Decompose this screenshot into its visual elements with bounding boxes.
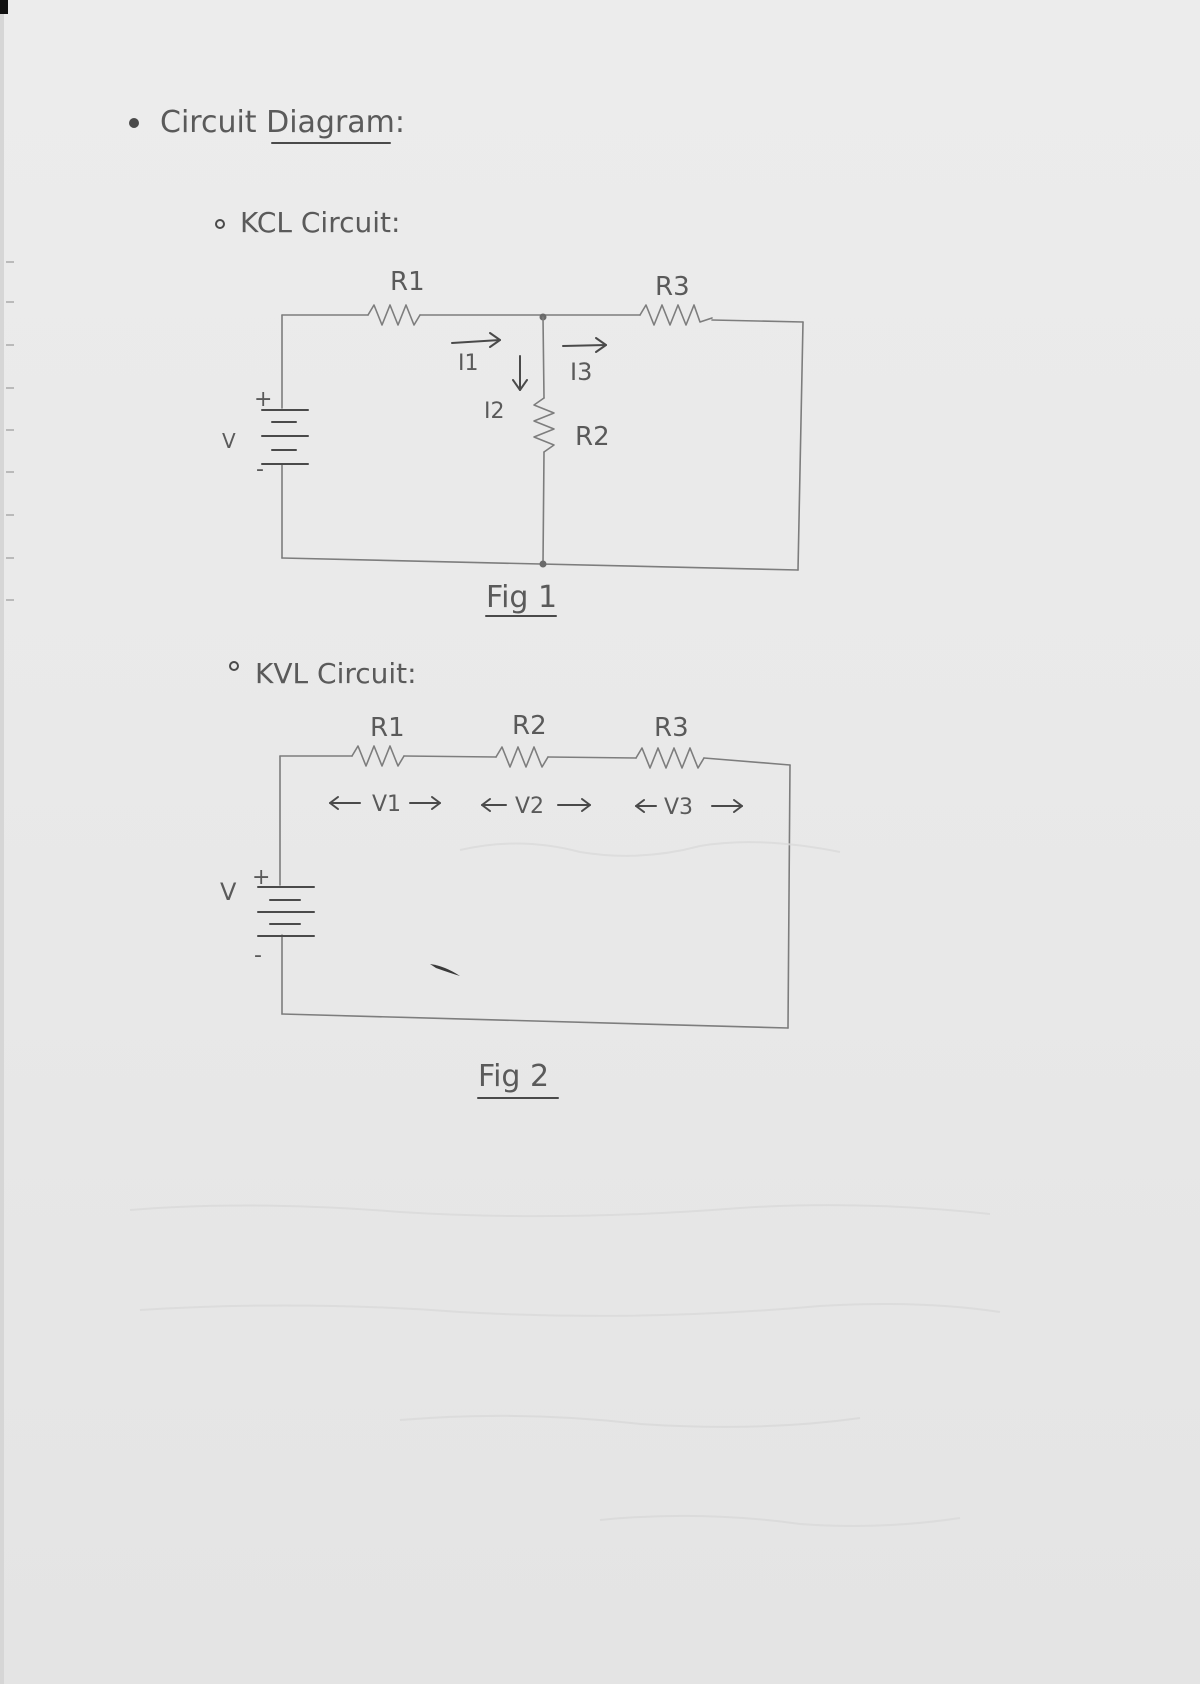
kcl-arrow-i1: [451, 332, 501, 348]
kcl-label-r2: R2: [575, 422, 610, 452]
kcl-label-i1: I1: [458, 351, 479, 376]
kcl-circuit: R1 R3 R2 I1 I2 I3 V + -: [222, 267, 804, 571]
kcl-wire-branch-top: [542, 316, 545, 399]
kvl-caption: Fig 2: [478, 1059, 549, 1094]
kcl-bullet: [215, 219, 225, 229]
kvl-label-r3: R3: [654, 713, 689, 743]
kcl-battery: [261, 409, 309, 465]
kcl-resistor-r1: [367, 304, 421, 326]
kcl-resistor-r3: [639, 304, 713, 326]
page-heading: Circuit Diagram:: [160, 105, 405, 140]
kcl-arrow-i2: [512, 355, 528, 391]
scan-corner-mark: [0, 0, 8, 14]
kcl-label-v: V: [222, 429, 236, 453]
kvl-resistor-r3: [635, 747, 705, 769]
kcl-caption: Fig 1: [486, 580, 557, 615]
kvl-label-v2: V2: [515, 794, 544, 819]
kvl-wire-top-4: [703, 757, 791, 766]
kvl-battery: [257, 886, 315, 937]
margin-ticks: [6, 261, 14, 601]
kvl-label-r1: R1: [370, 713, 405, 743]
kcl-resistor-r2: [533, 397, 555, 453]
kvl-resistor-r2: [495, 746, 549, 768]
kcl-label-minus: -: [256, 457, 264, 482]
kvl-arrow-v2: [481, 798, 591, 812]
pencil-smudge: [430, 964, 460, 976]
kcl-arrow-i3: [562, 337, 607, 353]
kcl-label-r1: R1: [390, 267, 425, 297]
kvl-bullet: [229, 661, 239, 671]
kvl-label-v1: V1: [372, 792, 401, 817]
kvl-wire-top-3: [547, 756, 637, 759]
kvl-label-v: V: [220, 878, 237, 906]
heading-bullet: [129, 118, 139, 128]
kvl-label-plus: +: [252, 865, 270, 890]
kvl-label-r2: R2: [512, 711, 547, 741]
kcl-label-i3: I3: [570, 358, 592, 386]
show-through-marks: [129, 841, 1001, 1527]
kvl-label-minus: -: [254, 943, 262, 968]
kcl-node-bottom: [539, 560, 547, 568]
kvl-wire-bottom: [281, 1013, 789, 1029]
kvl-circuit: R1 R2 R3 V1 V2 V3 V + -: [220, 711, 791, 1029]
kvl-wire-top-2: [403, 755, 497, 758]
kcl-heading: KCL Circuit:: [240, 206, 400, 239]
kcl-label-plus: +: [254, 387, 272, 412]
kcl-wire-branch-bottom: [542, 451, 545, 565]
kvl-arrow-v3: [635, 799, 743, 813]
kcl-label-i2: I2: [484, 399, 505, 424]
page-edge: [0, 0, 4, 1684]
kvl-label-v3: V3: [664, 795, 693, 820]
kvl-arrow-v1: [329, 796, 441, 810]
kcl-label-r3: R3: [655, 272, 690, 302]
kvl-resistor-r1: [351, 745, 405, 767]
kcl-wire-top-right: [711, 319, 804, 323]
kcl-wire-right: [797, 321, 804, 571]
kvl-heading: KVL Circuit:: [255, 657, 417, 690]
kvl-wire-right: [787, 764, 791, 1029]
